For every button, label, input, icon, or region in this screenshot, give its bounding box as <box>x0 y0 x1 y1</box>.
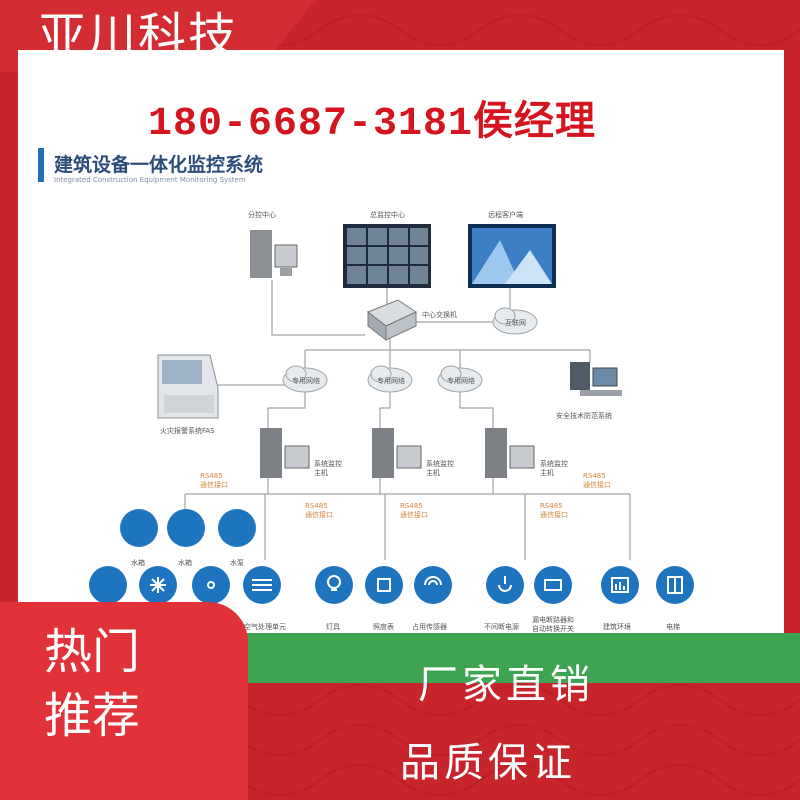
label-main-center: 总监控中心 <box>370 210 405 219</box>
label-device-7: 建筑环境 <box>603 622 631 631</box>
label-cloud-2: 专用网络 <box>377 376 405 385</box>
monitoring-host-3 <box>485 428 535 478</box>
ups-power-icon <box>486 566 524 604</box>
main-center-video-wall <box>343 224 431 288</box>
branch-control-pc <box>250 230 298 278</box>
label-device-top-1: 水箱 <box>131 558 145 567</box>
label-fire-alarm: 火灾报警系统FAS <box>160 426 215 435</box>
slogan-factory-direct: 厂家直销 <box>418 662 594 708</box>
label-cloud-internet: 互联网 <box>505 318 526 327</box>
fire-alarm-console <box>157 354 219 419</box>
label-cloud-3: 专用网络 <box>447 376 475 385</box>
label-device-2: 灯具 <box>326 622 340 631</box>
fan-icon <box>192 566 230 604</box>
security-system-pc <box>570 362 622 396</box>
device-glyphs <box>150 575 683 594</box>
monitoring-host-1 <box>260 428 310 478</box>
occupancy-sensor-icon <box>414 566 452 604</box>
hot-recommend-tag: 热门 推荐 <box>0 602 248 800</box>
label-device-4: 占用传感器 <box>412 622 447 631</box>
content-panel <box>18 50 784 655</box>
label-host-1: 系统监控主机 <box>314 459 342 477</box>
connection-lines <box>184 280 631 560</box>
hot-tag-line-1: 热门 <box>44 624 141 680</box>
private-network-cloud-3 <box>437 365 483 393</box>
diagram-subtitle: Integrated Construction Equipment Monito… <box>54 176 246 184</box>
slogan-quality: 品质保证 <box>400 740 576 786</box>
label-host-2: 系统监控主机 <box>426 459 454 477</box>
label-cloud-1: 专用网络 <box>292 376 320 385</box>
label-device-top-2: 水箱 <box>178 558 192 567</box>
title-accent-bar <box>38 148 44 182</box>
label-device-5: 不间断电源 <box>484 622 519 631</box>
diagram-title: 建筑设备一体化监控系统 <box>54 154 264 176</box>
internet-cloud <box>492 307 538 335</box>
private-network-cloud-1 <box>282 365 328 393</box>
label-device-top-3: 水泵 <box>230 558 244 567</box>
water-pump-icon <box>218 509 256 547</box>
label-security: 安全技术防范系统 <box>556 411 612 420</box>
label-remote-client: 远程客户端 <box>488 210 523 219</box>
green-banner <box>200 633 800 683</box>
monitoring-host-2 <box>372 428 422 478</box>
hvac-icon <box>89 566 127 604</box>
label-host-3: 系统监控主机 <box>540 459 568 477</box>
breaker-icon <box>534 566 572 604</box>
private-network-cloud-2 <box>367 365 413 393</box>
remote-client-screen <box>468 224 556 288</box>
water-tower-icon <box>167 509 205 547</box>
hot-tag-line-2: 推荐 <box>44 688 141 744</box>
label-device-1: 空气处理单元 <box>244 622 286 631</box>
illuminance-meter-icon <box>365 566 403 604</box>
device-icons-top <box>120 509 256 547</box>
central-switch <box>367 299 418 342</box>
lightbulb-icon <box>315 566 353 604</box>
device-icons-bottom <box>89 566 694 604</box>
label-device-3: 照度表 <box>373 622 394 631</box>
label-device-6: 漏电断路器和自动转换开关 <box>532 615 574 633</box>
label-central-switch: 中心交换机 <box>422 310 457 319</box>
label-device-8: 电梯 <box>666 622 680 631</box>
label-branch-center: 分控中心 <box>248 210 276 219</box>
water-tank-icon <box>120 509 158 547</box>
